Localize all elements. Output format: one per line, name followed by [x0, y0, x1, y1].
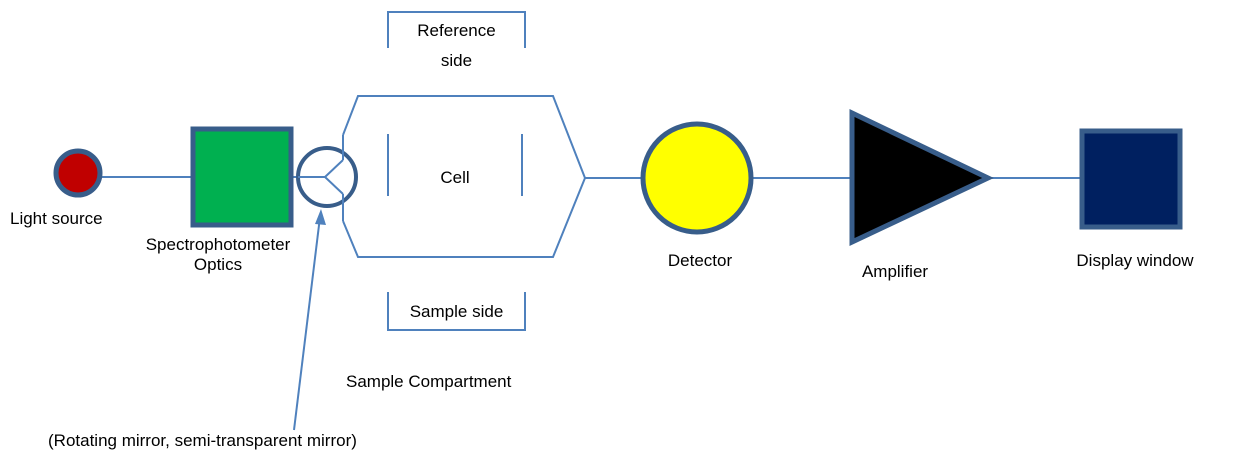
mirror-note-label: (Rotating mirror, semi-transparent mirro…	[48, 431, 357, 450]
mirror-line-up	[324, 159, 344, 178]
mirror-pointer-arrowhead	[315, 209, 326, 225]
detector-label: Detector	[667, 251, 733, 270]
light-source-label: Light source	[10, 209, 103, 228]
light-source-icon	[53, 148, 103, 198]
optics-icon	[190, 126, 294, 228]
amplifier-label: Amplifier	[861, 262, 929, 281]
display-window-label: Display window	[1076, 251, 1194, 270]
mirror-pointer-arrow	[293, 216, 321, 431]
reference-side-bracket	[387, 11, 526, 48]
optics-label-line1: Spectrophotometer	[145, 235, 291, 254]
optics-label-line2: Optics	[193, 255, 243, 274]
sample-side-bracket	[387, 292, 526, 331]
sample-compartment-label: Sample Compartment	[346, 372, 512, 391]
sample-beam-path	[342, 177, 586, 258]
reference-side-label-line2: side	[440, 51, 473, 70]
amplifier-icon	[849, 109, 994, 246]
cell-label: Cell	[440, 168, 470, 187]
reference-beam-path	[342, 95, 586, 179]
reference-side-label-line1: Reference	[417, 21, 496, 40]
detector-icon	[640, 121, 754, 235]
sample-side-label: Sample side	[409, 302, 504, 321]
display-window-icon	[1079, 128, 1183, 230]
mirror-line-down	[324, 176, 344, 195]
reference-side-label: Reference side	[388, 21, 525, 71]
optics-label: Spectrophotometer Optics	[118, 235, 318, 275]
